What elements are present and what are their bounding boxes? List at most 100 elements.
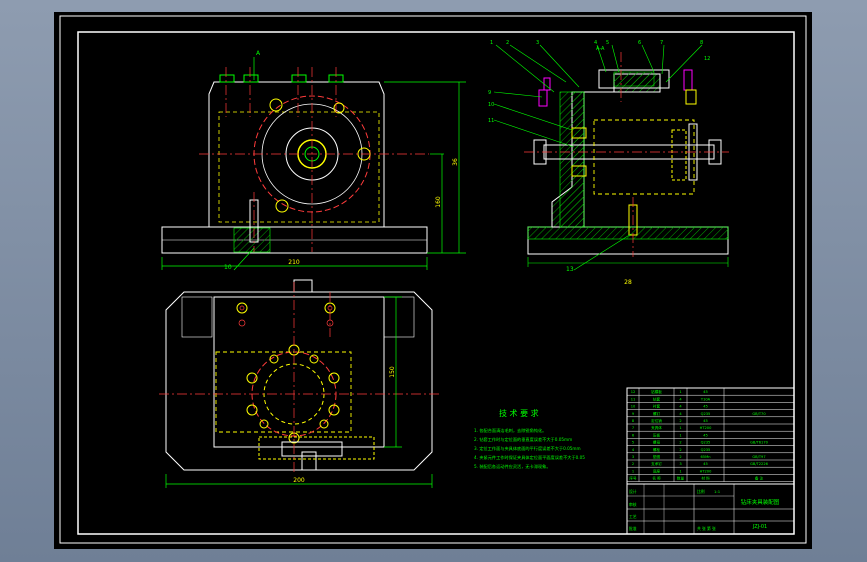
callout-label: 11 — [488, 118, 494, 124]
bom-cell: 4 — [632, 448, 635, 452]
tech-req-item: 2. 钻套工作时与定位面的垂直度误差不大于0.05mm — [474, 436, 572, 443]
bom-cell: 2 — [679, 448, 681, 452]
scale-value: 1:1 — [714, 489, 721, 494]
drawing-sheet: 210 36 160 A 10 — [59, 15, 807, 544]
tech-req-title: 技 术 要 求 — [499, 408, 539, 418]
bom-cell: 4 — [679, 397, 682, 401]
bom-cell: 螺钉 — [653, 411, 661, 416]
bom-header-cell: 数量 — [677, 476, 685, 481]
bom-cell: 3 — [679, 462, 681, 466]
bom-cell: 65Mn — [701, 455, 711, 459]
technical-requirements: 技 术 要 求 1. 各配合面清洁毛刺，去除锐角钝化。 2. 钻套工作时与定位面… — [474, 408, 585, 470]
bom-cell: Q235 — [701, 441, 711, 445]
bom-cell: 45 — [703, 405, 708, 409]
bom-cell: 12 — [631, 390, 636, 394]
callout-label: 7 — [660, 40, 663, 46]
bom-cell: GB/T70 — [752, 412, 766, 416]
outer-frame — [59, 15, 807, 544]
callout-label: 6 — [638, 40, 641, 46]
bom-cell: 钻模板 — [651, 389, 662, 394]
plan-dim-height: 150 — [389, 366, 396, 378]
bom-cell: 夹具体 — [651, 425, 662, 430]
callout-label: 1 — [490, 40, 493, 46]
plan-view: 200 150 — [159, 279, 439, 488]
sign-label: 设计 — [629, 489, 637, 494]
side-section-view: 1 2 3 4 5 6 7 8 9 10 11 12 A-A 28 13 — [488, 40, 729, 286]
bom-cell: 压板 — [653, 432, 661, 437]
plan-clamp — [281, 441, 343, 457]
sheet-label: 共 张 第 张 — [697, 526, 716, 531]
cad-drawing-viewport[interactable]: 210 36 160 A 10 — [54, 12, 812, 549]
scale-label: 比例 — [697, 489, 705, 494]
bom-cell: 45 — [703, 462, 708, 466]
tech-req-item: 4. 夹紧元件工作时保证夹具体定位面平面度误差不大于0.05 — [474, 454, 585, 461]
side-leader-bottom: 13 — [566, 266, 574, 273]
front-view: 210 36 160 A 10 — [161, 50, 466, 271]
bom-cell: GB/T97 — [752, 455, 765, 459]
bom-cell: 4 — [679, 412, 682, 416]
bom-cell: 2 — [679, 419, 681, 423]
bom-cell: 定位销 — [651, 418, 662, 423]
bom-cell: 45 — [703, 419, 708, 423]
bom-header-cell: 名 称 — [652, 476, 661, 481]
bom-cell: 螺母 — [653, 440, 661, 445]
callout-label: 10 — [488, 102, 494, 108]
bom-cell: HT200 — [700, 426, 712, 430]
bom-cell: 1 — [632, 469, 634, 473]
bom-cell: 7 — [632, 426, 634, 430]
section-mark: A-A — [596, 46, 605, 52]
plan-base-outline — [165, 291, 433, 471]
bom-cell: T10A — [700, 397, 711, 401]
sign-label: 审核 — [629, 502, 637, 507]
front-dim-height-outer: 36 — [452, 158, 459, 166]
bom-cell: 9 — [632, 412, 635, 416]
bom-header-cell: 材 料 — [701, 476, 710, 481]
bom-cell: 8 — [632, 419, 635, 423]
sign-label: 工艺 — [629, 514, 637, 519]
bom-cell: 1 — [679, 469, 681, 473]
plan-bolt-holes — [236, 302, 340, 444]
bom-cell: Q235 — [701, 448, 711, 452]
bom-cell: 底座 — [653, 468, 661, 473]
sign-label: 批准 — [629, 526, 637, 531]
bom-cell: 11 — [631, 397, 636, 401]
section-label-a: A — [256, 50, 261, 57]
bom-header-cell: 备 注 — [755, 476, 764, 481]
bom-cell: 45 — [703, 390, 708, 394]
bom-cell: Q235 — [701, 412, 711, 416]
callout-label: 4 — [594, 40, 597, 46]
bom-cell: 45 — [703, 433, 708, 437]
bom-cell: GB/T6170 — [750, 441, 769, 445]
bom-cell: 2 — [632, 462, 634, 466]
drawing-name: 钻床夹具装配图 — [741, 498, 780, 506]
callout-label: 3 — [536, 40, 539, 46]
bom-cell: 5 — [632, 441, 634, 445]
side-workpiece — [593, 119, 695, 195]
bom-cell: 10 — [631, 405, 636, 409]
callout-label: 5 — [606, 40, 609, 46]
bom-cell: 4 — [679, 405, 682, 409]
tech-req-item: 5. 装配后各运动件应灵活，无卡滞现象。 — [474, 463, 551, 470]
bom-cell: 1 — [679, 433, 681, 437]
bom-cell: 螺栓 — [653, 447, 661, 452]
tech-req-item: 1. 各配合面清洁毛刺，去除锐角钝化。 — [474, 427, 546, 434]
top-bolts — [219, 74, 344, 83]
callout-label: 12 — [704, 56, 710, 62]
inner-frame — [77, 31, 795, 535]
bom-cell: 1 — [679, 390, 681, 394]
bom-cell: 3 — [632, 455, 634, 459]
bom-header-cell: 序号 — [629, 476, 637, 481]
plan-body — [213, 296, 385, 448]
bom-cell: 2 — [679, 455, 681, 459]
bom-cell: 垫圈 — [653, 454, 661, 459]
callout-label: 2 — [506, 40, 509, 46]
bom-cell: 6 — [632, 433, 635, 437]
side-dim-width: 28 — [624, 279, 632, 286]
bom-cell: 衬套 — [653, 404, 661, 409]
bom-cell: HT200 — [700, 469, 712, 473]
front-leader-bottom: 10 — [224, 264, 232, 271]
fixture-body — [208, 81, 385, 228]
callout-label: 8 — [700, 40, 703, 46]
front-dim-height-inner: 160 — [435, 196, 442, 208]
